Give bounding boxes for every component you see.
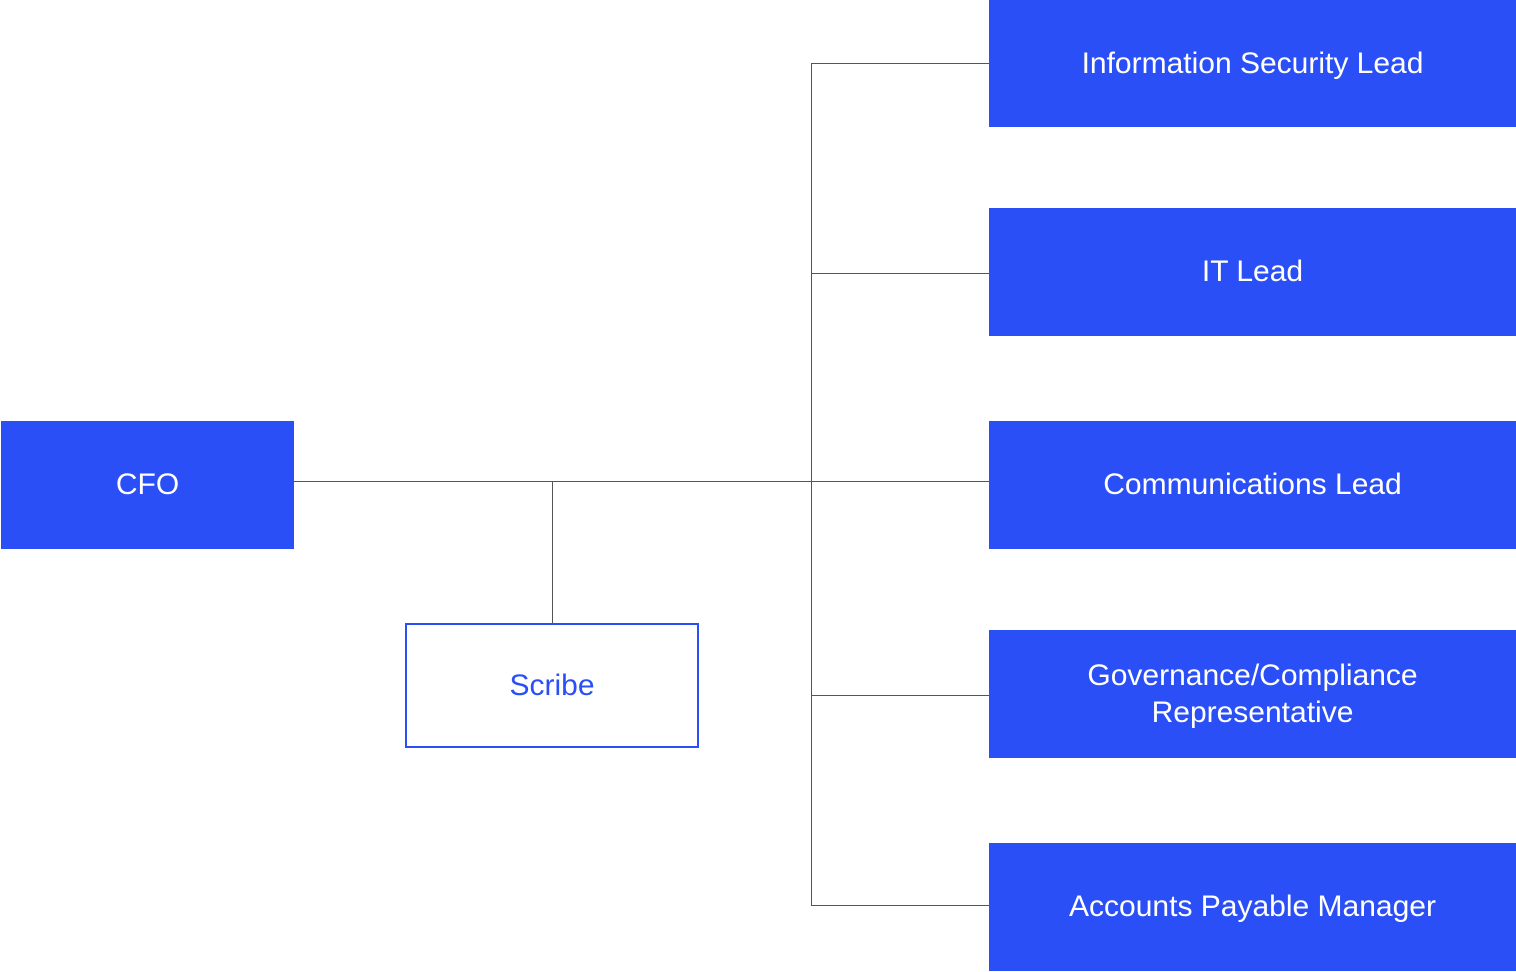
node-cfo: CFO xyxy=(1,421,294,549)
node-scribe: Scribe xyxy=(405,623,699,748)
node-accounts-payable-manager-label: Accounts Payable Manager xyxy=(1069,890,1436,924)
node-governance-compliance-representative-label: Governance/Compliance Representative xyxy=(1087,658,1418,730)
node-information-security-lead-label: Information Security Lead xyxy=(1081,46,1424,80)
node-information-security-lead: Information Security Lead xyxy=(989,0,1516,127)
node-accounts-payable-manager: Accounts Payable Manager xyxy=(989,843,1516,971)
node-communications-lead: Communications Lead xyxy=(989,421,1516,549)
node-it-lead: IT Lead xyxy=(989,208,1516,336)
node-governance-compliance-representative: Governance/Compliance Representative xyxy=(989,630,1516,758)
node-it-lead-label: IT Lead xyxy=(1201,255,1304,289)
node-scribe-label: Scribe xyxy=(509,668,595,702)
node-communications-lead-label: Communications Lead xyxy=(1103,468,1402,502)
node-cfo-label: CFO xyxy=(115,468,180,502)
